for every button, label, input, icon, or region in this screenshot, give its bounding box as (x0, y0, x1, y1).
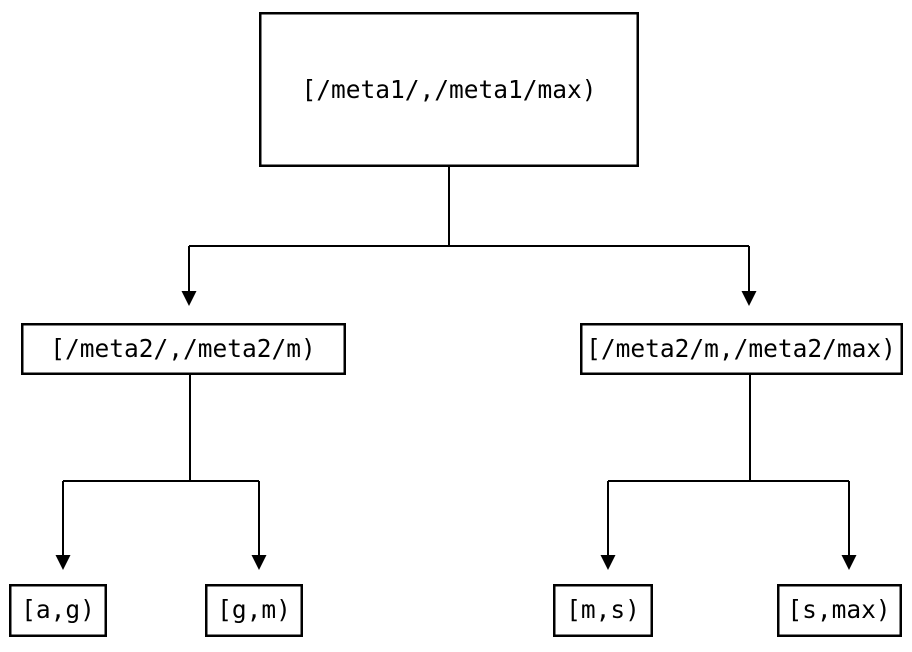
node-leaf-3-box[interactable] (553, 584, 654, 638)
node-mid-left-box[interactable] (21, 323, 347, 376)
edge-midright-to-leaves-group (600, 375, 857, 570)
node-leaf-3[interactable]: [m,s) (553, 584, 654, 638)
node-mid-right[interactable]: [/meta2/m,/meta2/max) (580, 323, 904, 376)
node-leaf-2-label: [g,m) (217, 595, 291, 624)
node-leaf-1-label: [a,g) (21, 595, 95, 624)
node-mid-right-box[interactable] (580, 323, 904, 376)
arrowhead-to-leaf-smax (841, 555, 857, 570)
node-mid-right-label: [/meta2/m,/meta2/max) (586, 334, 896, 363)
node-leaf-2[interactable]: [g,m) (204, 584, 303, 638)
arrowhead-to-leaf-ms (600, 555, 616, 570)
node-leaf-4-label: [s,max) (787, 595, 890, 624)
arrowhead-to-mid-right (741, 291, 757, 306)
node-mid-left[interactable]: [/meta2/,/meta2/m) (21, 323, 347, 376)
node-root-label: [/meta1/,/meta1/max) (301, 75, 596, 104)
arrowhead-to-mid-left (181, 291, 197, 306)
arrowhead-to-leaf-gm (251, 555, 267, 570)
node-leaf-4-box[interactable] (777, 584, 903, 638)
node-mid-left-label: [/meta2/,/meta2/m) (50, 334, 316, 363)
node-leaf-4[interactable]: [s,max) (777, 584, 903, 638)
node-leaf-2-box[interactable] (204, 584, 303, 638)
node-leaf-1-box[interactable] (8, 584, 107, 638)
arrowhead-to-leaf-ag (55, 555, 71, 570)
node-leaf-3-label: [m,s) (566, 595, 640, 624)
node-leaf-1[interactable]: [a,g) (8, 584, 107, 638)
node-root[interactable]: [/meta1/,/meta1/max) (259, 11, 640, 168)
edge-midleft-to-leaves-group (55, 375, 267, 570)
node-root-box[interactable] (259, 11, 640, 168)
edge-root-to-mid-group (181, 167, 757, 306)
